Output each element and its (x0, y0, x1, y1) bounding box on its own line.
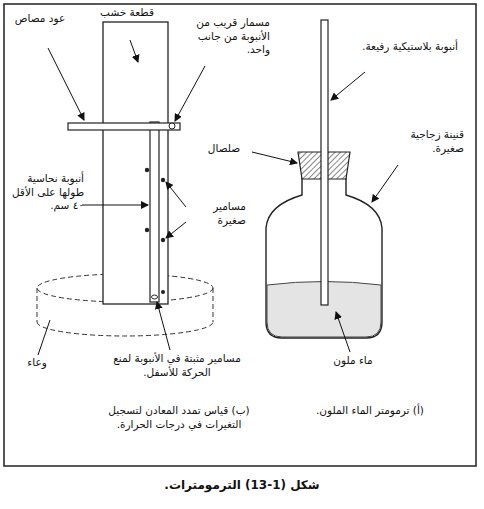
part-label: مسمار قريب من الأنبوبة من جانب واحد. (172, 16, 270, 57)
part-label: وعاء (12, 356, 62, 370)
part-label: أنبوبة نحاسية طولها على الأقل ٤٠ سم. (8, 172, 84, 213)
sub-caption: (أ) ترمومتر الماء الملون. (290, 404, 450, 418)
part-label: قطعة خشب (98, 6, 156, 20)
water-thermometer (252, 20, 398, 352)
part-label: مسامير مثبتة في الأنبوبة لمنع الحركة للأ… (112, 352, 242, 379)
part-label: ماء ملون (318, 354, 388, 368)
frame (4, 4, 476, 466)
part-label: أنبوبة بلاستيكية رفيعة. (332, 40, 458, 54)
part-label: عود مصاص (12, 12, 68, 26)
figure-caption: شكل (1-13) الترمومترات. (0, 478, 484, 494)
part-label: صلصال (196, 142, 252, 156)
sub-caption: (ب) قياس تمدد المعادن لتسجيل التغيرات في… (100, 404, 258, 431)
part-label: قنينة زجاجية صغيرة. (384, 128, 464, 155)
part-label: مسامير صغيرة (188, 200, 246, 227)
